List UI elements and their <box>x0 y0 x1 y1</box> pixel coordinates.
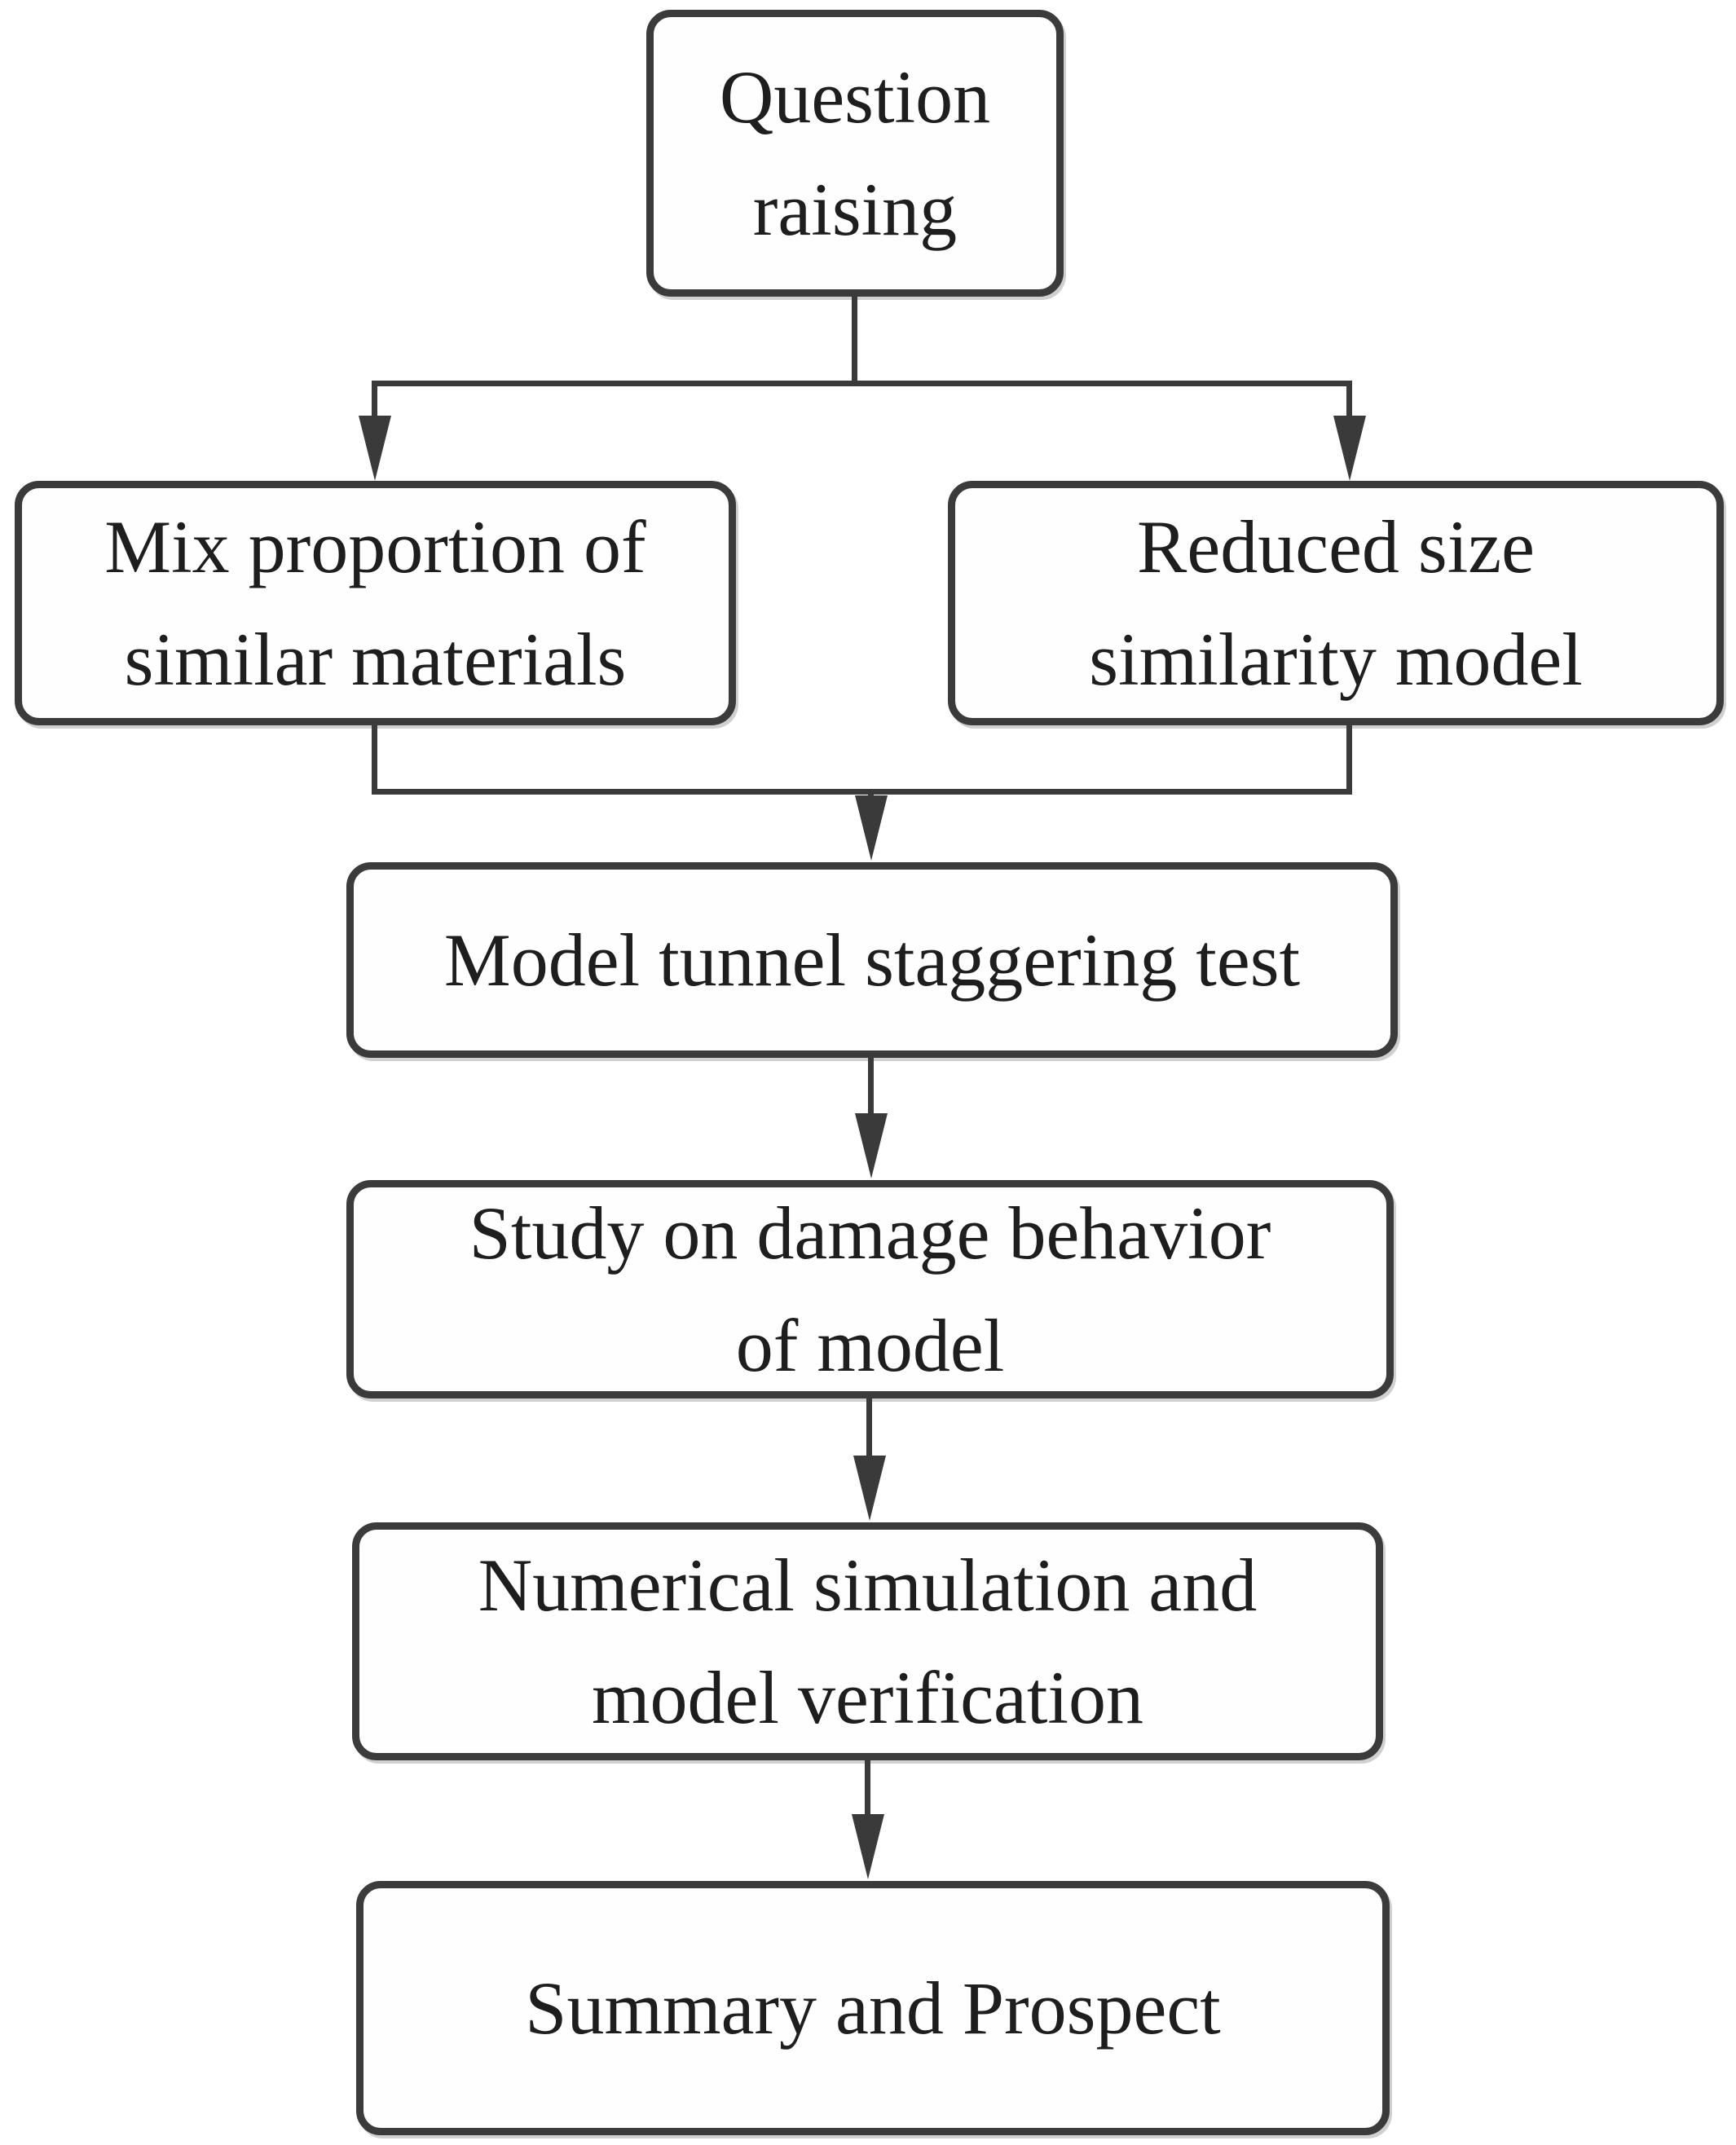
arrow-down-into-summary-icon <box>852 1814 884 1879</box>
connector-branch-to-reduced <box>1346 383 1352 424</box>
connector-branch-horizontal <box>372 381 1352 386</box>
connector-study-to-numerical <box>866 1397 872 1465</box>
node-study-damage-behavior-label: Study on damage behavior of model <box>469 1191 1271 1387</box>
connector-mix-to-merge <box>372 722 377 795</box>
node-mix-proportion: Mix proportion of similar materials <box>15 481 736 725</box>
arrow-down-into-study-icon <box>855 1113 888 1178</box>
node-reduced-size-model-label: Reduced size similarity model <box>1089 505 1583 701</box>
node-question-raising: Question raising <box>646 10 1064 297</box>
node-mix-proportion-label: Mix proportion of similar materials <box>104 505 646 701</box>
arrow-down-into-mix-icon <box>359 416 391 481</box>
node-numerical-simulation-label: Numerical simulation and model verificat… <box>478 1544 1258 1739</box>
connector-branch-to-mix <box>372 383 377 424</box>
node-question-raising-label: Question raising <box>719 55 991 251</box>
connector-tunnel-to-study <box>868 1056 874 1123</box>
node-model-tunnel-test: Model tunnel staggering test <box>346 862 1398 1058</box>
node-study-damage-behavior: Study on damage behavior of model <box>346 1180 1394 1398</box>
node-summary-prospect-label: Summary and Prospect <box>525 1967 1221 2050</box>
node-numerical-simulation: Numerical simulation and model verificat… <box>352 1522 1383 1760</box>
connector-numerical-to-summary <box>865 1759 870 1824</box>
arrow-down-into-numerical-icon <box>853 1456 886 1521</box>
arrow-down-into-reduced-icon <box>1333 416 1366 481</box>
node-model-tunnel-test-label: Model tunnel staggering test <box>443 918 1301 1002</box>
arrow-down-into-tunnel-icon <box>855 795 888 861</box>
node-reduced-size-model: Reduced size similarity model <box>948 481 1724 725</box>
connector-merge-horizontal <box>372 789 1352 795</box>
connector-reduced-to-merge <box>1346 722 1352 795</box>
node-summary-prospect: Summary and Prospect <box>356 1881 1390 2135</box>
connector-question-to-branch <box>852 295 857 386</box>
